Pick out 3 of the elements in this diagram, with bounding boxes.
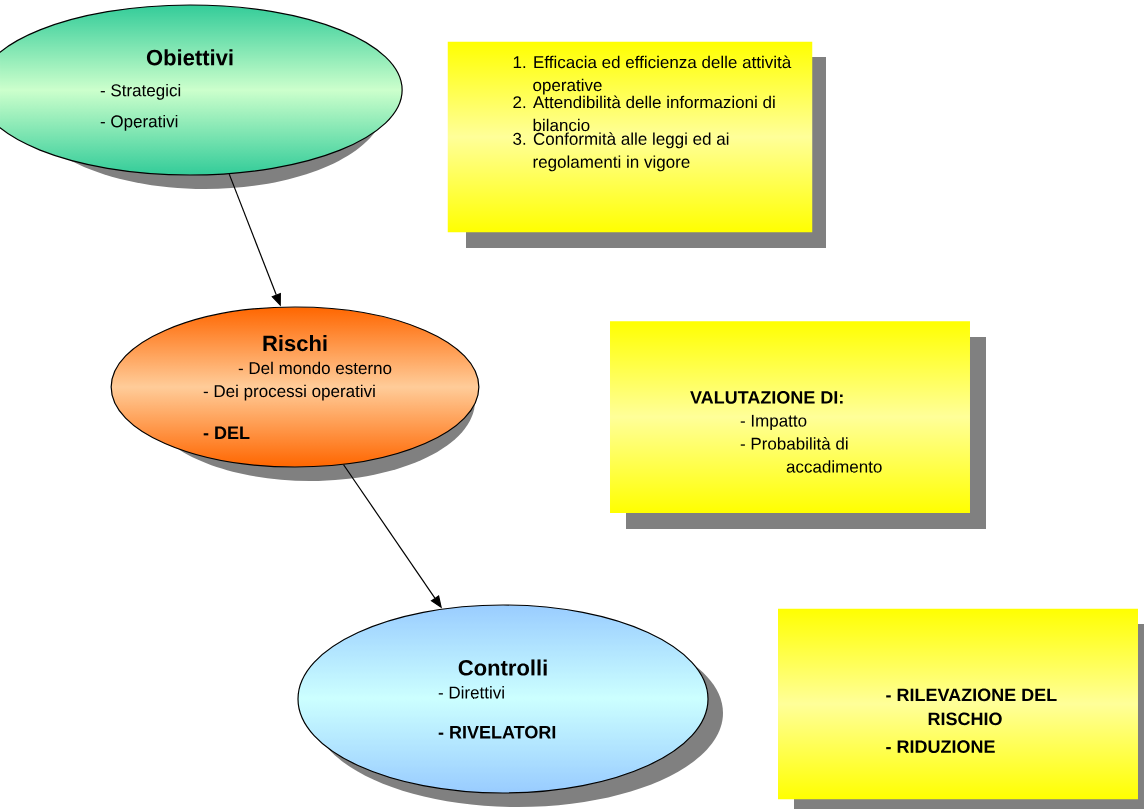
text-box: VALUTAZIONE DI: - Impatto - Probabilità di accadimento — [610, 321, 986, 529]
text-box: 1. Efficacia ed efficienza delle attività operative 2. Attendibilità delle informazioni di bilancio 3. Conformità alle leggi ed ai regolamenti in vigore — [447, 41, 826, 248]
text-box: - RILEVAZIONE DEL RISCHIO - RIDUZIONE — [778, 608, 1144, 809]
